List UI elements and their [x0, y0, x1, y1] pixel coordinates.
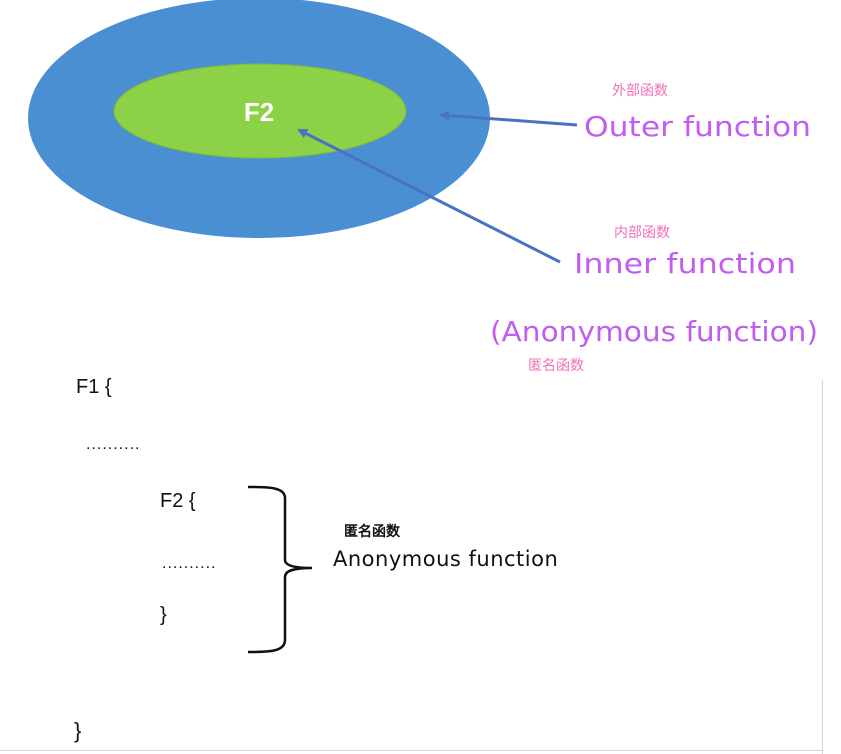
- inner-function-cn-label: 内部函数: [614, 225, 670, 241]
- anonymous-function-brace: [247, 485, 313, 654]
- code-f1-open: F1 {: [76, 376, 112, 398]
- code-f2-open: F2 {: [160, 490, 196, 512]
- inner-function-label: F2: [244, 97, 274, 127]
- code-f2-close: }: [160, 604, 167, 626]
- brace-note-en: Anonymous function: [333, 547, 559, 571]
- anonymous-function-cn-label: 匿名函数: [528, 358, 584, 374]
- inner-function-arrow: [297, 128, 561, 264]
- right-edge-line: [822, 380, 823, 754]
- brace-note-cn: 匿名函数: [344, 524, 400, 540]
- anonymous-function-en-label: (Anonymous function): [490, 315, 818, 348]
- inner-function-ellipse: [113, 63, 407, 159]
- code-f1-close: }: [74, 718, 82, 743]
- code-dots-outer: ..........: [86, 436, 141, 453]
- outer-function-cn-label: 外部函数: [612, 83, 668, 99]
- bottom-edge-line: [0, 750, 823, 751]
- outer-function-arrow: [439, 110, 578, 127]
- code-dots-inner: ..........: [162, 555, 217, 572]
- inner-function-en-label: Inner function: [574, 247, 796, 280]
- outer-function-en-label: Outer function: [584, 110, 811, 143]
